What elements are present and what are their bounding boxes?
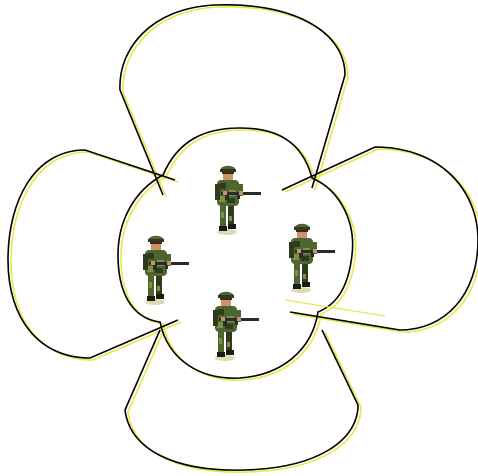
background: [0, 0, 478, 476]
game-scene: [0, 0, 478, 476]
